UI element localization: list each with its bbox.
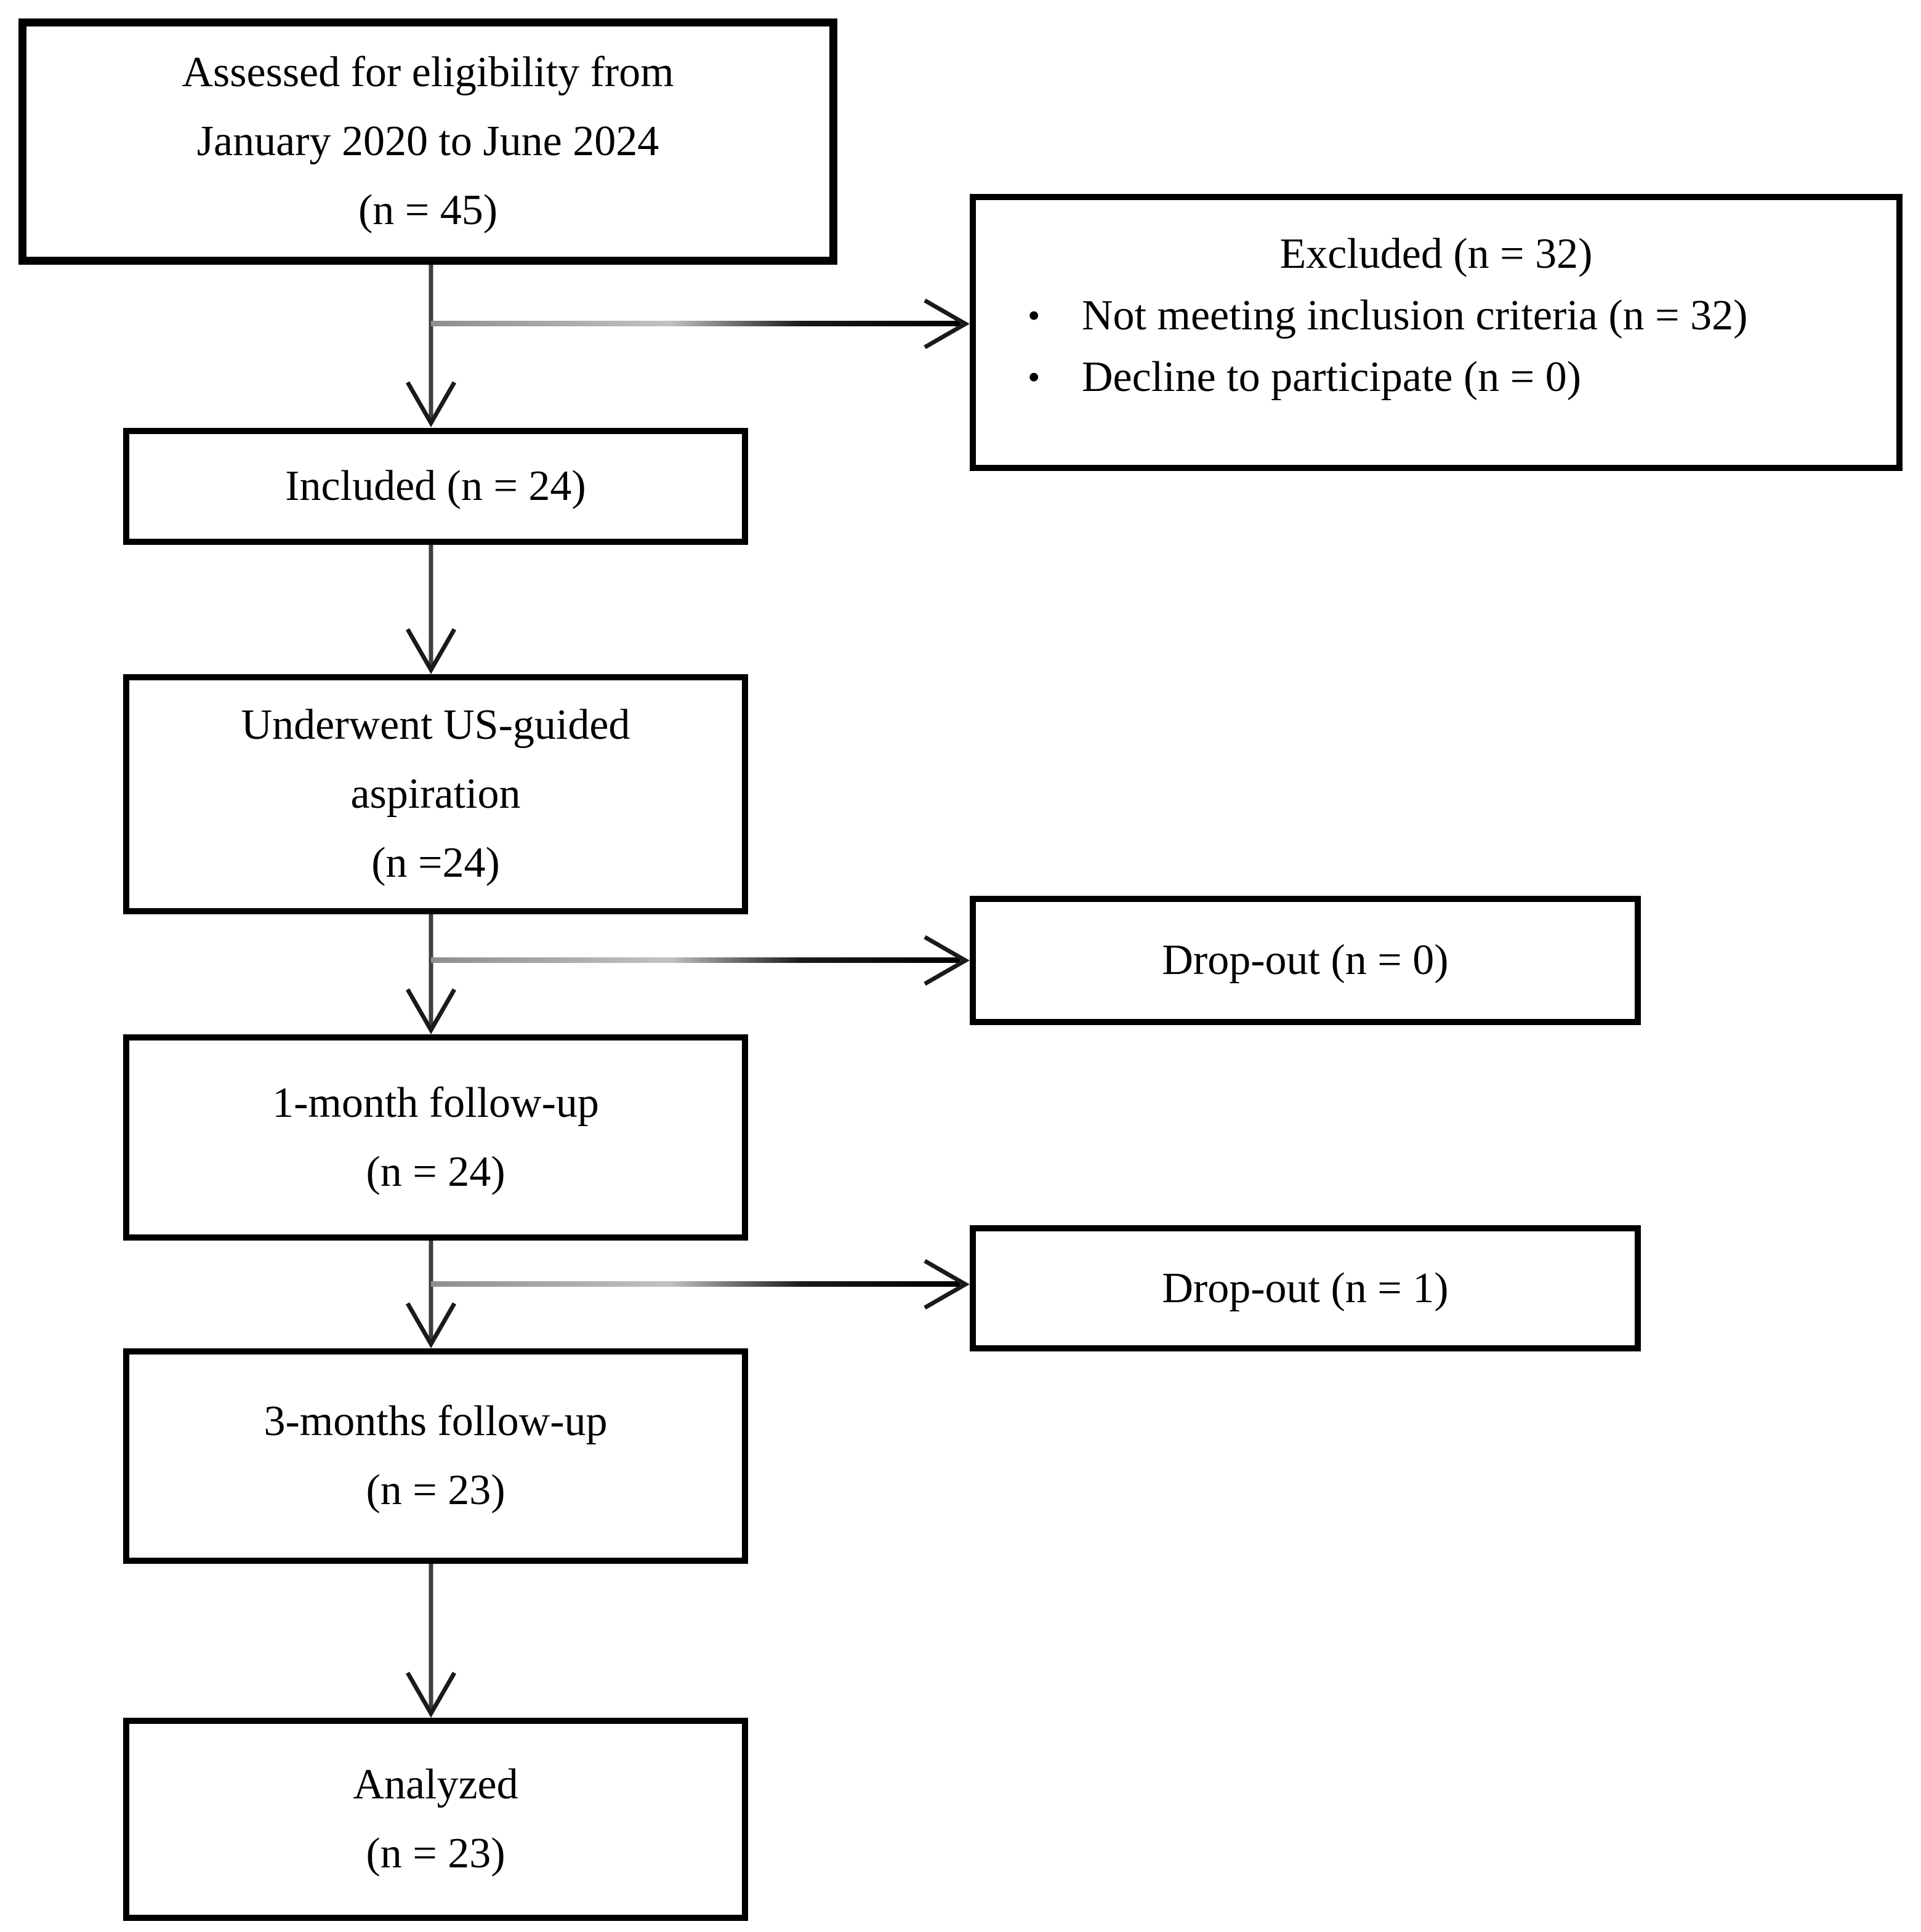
arrowhead-into-included <box>405 381 457 428</box>
box-3months-followup: 3-months follow-up (n = 23) <box>123 1348 748 1564</box>
arrowhead-into-3months <box>405 1302 457 1349</box>
connector-assessed-to-excluded <box>431 321 960 326</box>
dropout0-label: Drop-out (n = 0) <box>1162 936 1449 984</box>
arrowhead-into-1month <box>405 988 457 1035</box>
connector-aspiration-to-dropout0 <box>431 957 960 963</box>
arrowhead-into-aspiration <box>405 628 457 675</box>
aspiration-line-2: aspiration <box>350 770 521 818</box>
box-dropout-3months: Drop-out (n = 1) <box>970 1225 1641 1351</box>
assessed-line-2: January 2020 to June 2024 <box>196 118 659 165</box>
excluded-item-text: Not meeting inclusion criteria (n = 32) <box>1082 292 1748 339</box>
box-included: Included (n = 24) <box>123 428 748 545</box>
excluded-title: Excluded (n = 32) <box>1279 230 1593 278</box>
box-us-guided-aspiration: Underwent US-guided aspiration (n =24) <box>123 674 748 914</box>
box-excluded: Excluded (n = 32) • Not meeting inclusio… <box>970 194 1903 471</box>
included-label: Included (n = 24) <box>285 462 586 510</box>
1month-count: (n = 24) <box>366 1148 505 1196</box>
arrowhead-into-dropout1 <box>924 1258 970 1310</box>
bullet-icon: • <box>1028 296 1041 336</box>
aspiration-line-1: Underwent US-guided <box>241 701 630 749</box>
arrowhead-into-analyzed <box>405 1672 457 1718</box>
dropout1-label: Drop-out (n = 1) <box>1162 1264 1449 1312</box>
box-analyzed: Analyzed (n = 23) <box>123 1718 748 1921</box>
arrowhead-into-excluded <box>924 298 970 350</box>
assessed-count: (n = 45) <box>358 187 498 234</box>
excluded-item-inclusion-criteria: • Not meeting inclusion criteria (n = 32… <box>976 285 1896 347</box>
analyzed-count: (n = 23) <box>366 1830 505 1877</box>
arrowhead-into-dropout0 <box>924 935 970 986</box>
connector-1month-to-dropout1 <box>431 1281 960 1287</box>
box-assessed-eligibility: Assessed for eligibility from January 20… <box>18 18 837 265</box>
excluded-item-text: Decline to participate (n = 0) <box>1082 353 1582 401</box>
3months-count: (n = 23) <box>366 1467 505 1514</box>
box-dropout-1month: Drop-out (n = 0) <box>970 896 1641 1025</box>
analyzed-label: Analyzed <box>353 1761 518 1808</box>
aspiration-count: (n =24) <box>371 839 500 887</box>
bullet-icon: • <box>1028 357 1041 397</box>
3months-label: 3-months follow-up <box>264 1398 608 1445</box>
excluded-item-declined: • Decline to participate (n = 0) <box>976 347 1896 408</box>
assessed-line-1: Assessed for eligibility from <box>182 49 674 96</box>
box-1month-followup: 1-month follow-up (n = 24) <box>123 1034 748 1241</box>
1month-label: 1-month follow-up <box>272 1079 599 1127</box>
